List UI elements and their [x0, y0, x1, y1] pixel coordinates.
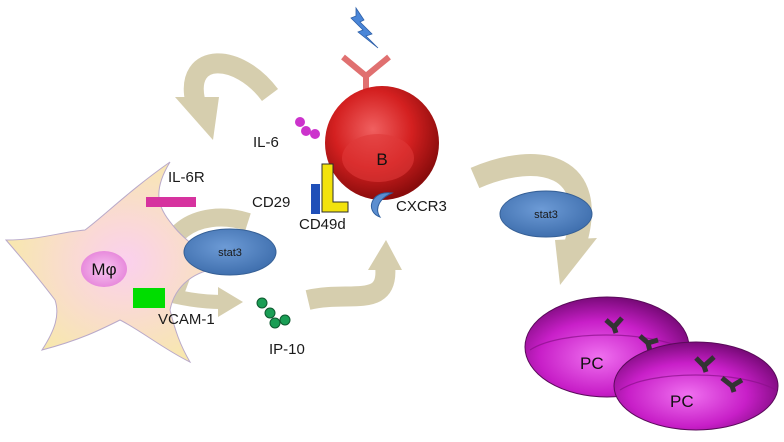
macrophage-label: Mφ [91, 260, 116, 279]
b-cell-label: B [376, 150, 387, 169]
stat3-right-label: stat3 [534, 209, 558, 221]
pc2-label: PC [670, 392, 694, 411]
cd29-label: CD29 [252, 194, 290, 211]
lightning-icon [350, 6, 379, 49]
cxcr3-icon [370, 192, 394, 218]
il6r-icon [146, 197, 196, 207]
ip10-label: IP-10 [269, 341, 305, 358]
cd29-icon [311, 184, 320, 214]
arrow-up-to-b [305, 240, 402, 310]
macrophage-cell: Mφ [4, 161, 224, 364]
antibody-icon [694, 355, 744, 393]
vcam1-label: VCAM-1 [158, 311, 215, 328]
plasma-cell-2: PC [613, 341, 779, 431]
cd49d-label: CD49d [299, 216, 346, 233]
cd49d-icon [321, 163, 349, 213]
antibody-icon [604, 316, 659, 352]
vcam1-icon [133, 288, 165, 308]
macrophage-nucleus [81, 251, 127, 287]
il6-label: IL-6 [253, 134, 279, 151]
il6-molecule-icon [295, 117, 320, 139]
ip10-molecule-icon [256, 297, 291, 329]
b-cell: B [325, 86, 439, 200]
cxcr3-label: CXCR3 [396, 198, 447, 215]
il6r-label: IL-6R [168, 169, 205, 186]
pc1-label: PC [580, 354, 604, 373]
stat3-left: stat3 [183, 228, 277, 276]
stat3-left-label: stat3 [218, 247, 242, 259]
arrow-top-left [175, 53, 279, 140]
stat3-right: stat3 [499, 190, 593, 238]
